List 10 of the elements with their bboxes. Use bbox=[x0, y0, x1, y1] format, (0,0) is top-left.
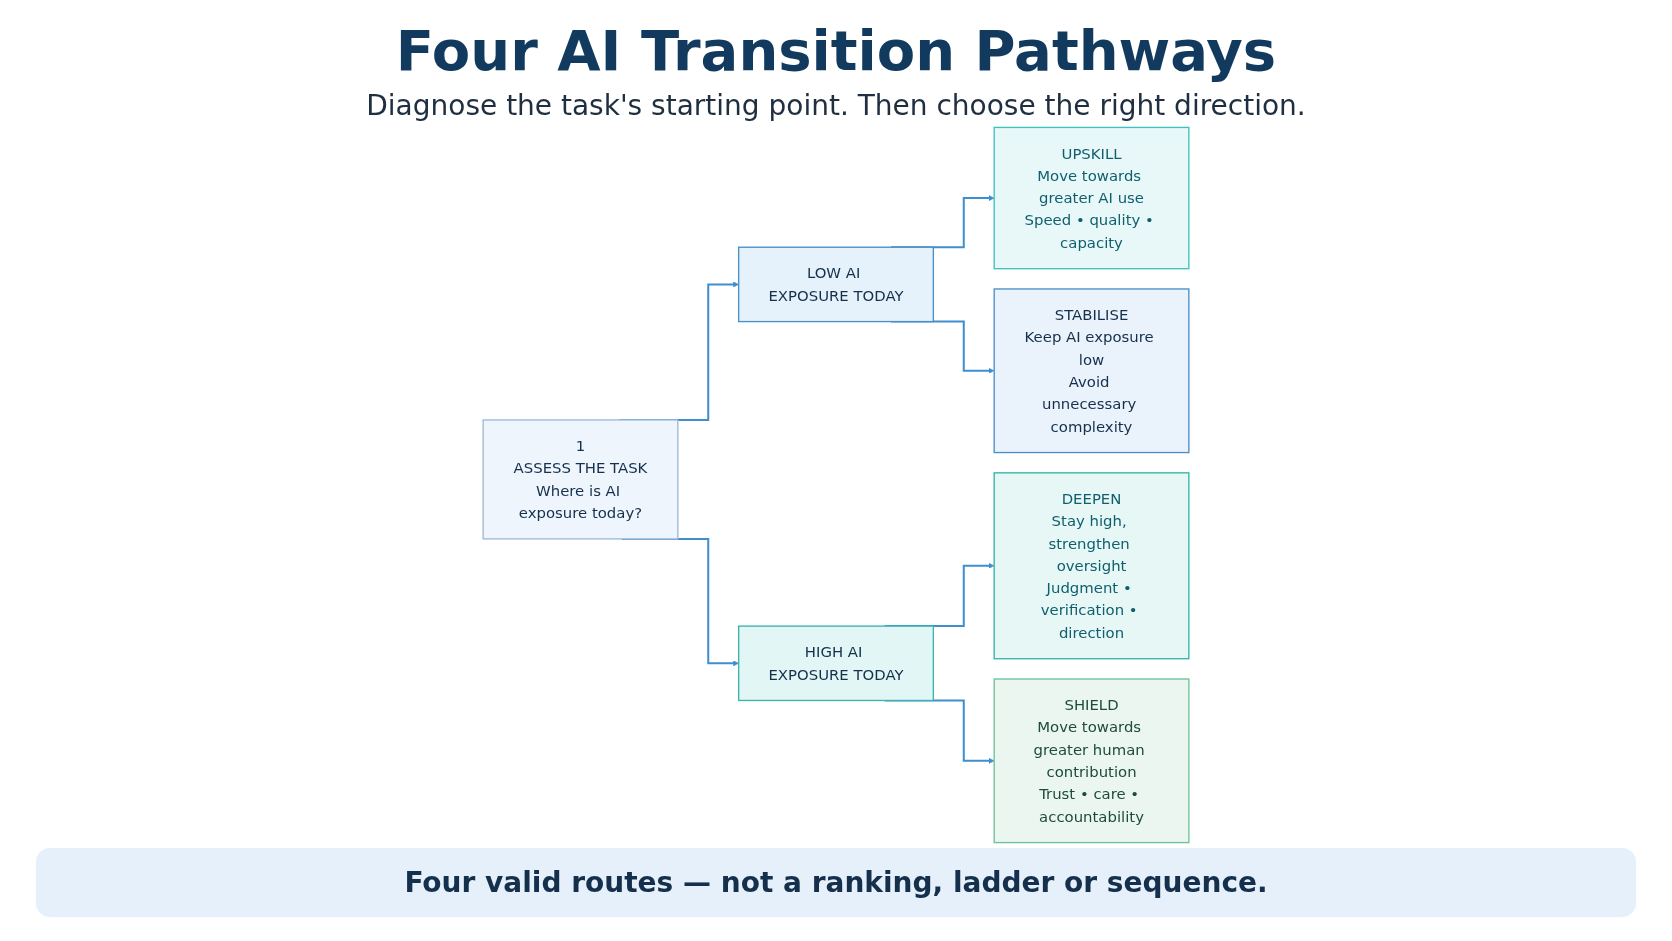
node-box: DEEPEN Stay high, strengthen oversight Judgment • verification • direction bbox=[993, 472, 1190, 660]
title: Four AI Transition Pathways bbox=[395, 18, 1277, 83]
node-box: STABILISE Keep AI exposure low Avoid unnecessary complexity bbox=[993, 288, 1190, 454]
node-box: HIGH AI EXPOSURE TODAY bbox=[738, 625, 934, 702]
subtitle: Diagnose the task's starting point. Then choose the right direction. bbox=[366, 89, 1306, 122]
node-box: LOW AI EXPOSURE TODAY bbox=[738, 246, 934, 323]
node-box: SHIELD Move towards greater human contribution Trust • care • accountability bbox=[993, 678, 1190, 844]
node-box: 1 ASSESS THE TASK Where is AI exposure today? bbox=[482, 419, 679, 540]
node-box: UPSKILL Move towards greater AI use Speed • quality • capacity bbox=[993, 126, 1190, 270]
caption-banner: Four valid routes — not a ranking, ladder or sequence. bbox=[36, 848, 1636, 917]
